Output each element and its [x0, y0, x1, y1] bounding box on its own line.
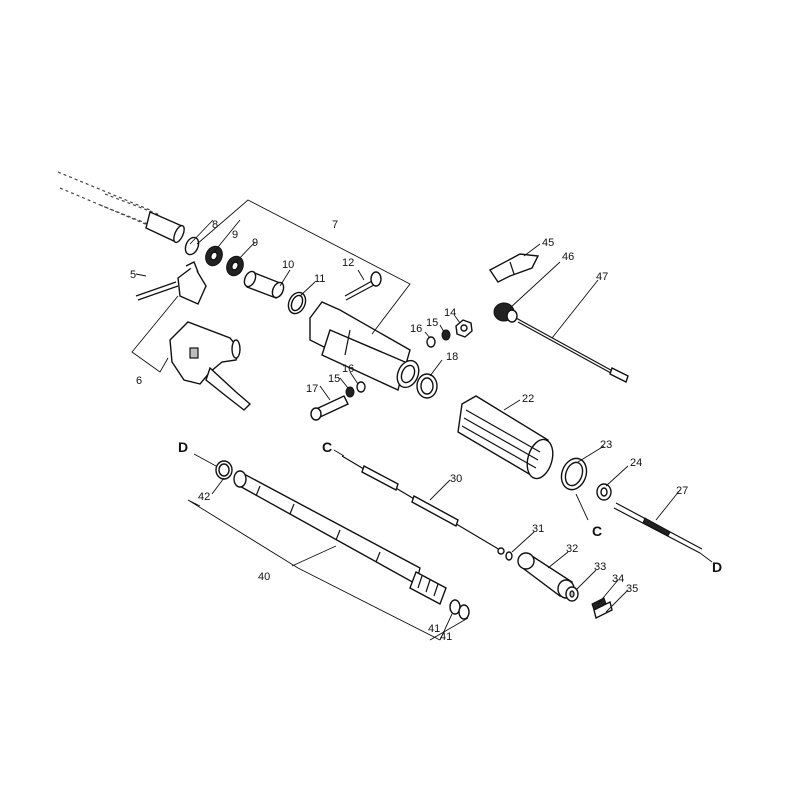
cable-30 [341, 455, 505, 555]
label-45: 45 [542, 237, 554, 249]
o-ring-42 [215, 460, 233, 480]
label-14: 14 [444, 307, 456, 319]
label-42: 42 [198, 491, 210, 503]
tube-32 [517, 552, 575, 599]
pin-35 [593, 600, 613, 620]
connector-d-right: D [712, 559, 722, 575]
bolt-12 [344, 271, 382, 301]
washer-15-upper [441, 329, 451, 341]
main-shaft-40 [233, 470, 447, 605]
connector-c-top: C [322, 439, 332, 455]
clip-45 [488, 253, 540, 283]
label-18: 18 [446, 351, 458, 363]
clamp-bracket [177, 261, 207, 305]
bolt-17 [310, 395, 349, 421]
leader-lines [131, 199, 713, 641]
nut-14 [455, 319, 473, 338]
label-31: 31 [532, 523, 544, 535]
label-23: 23 [600, 439, 612, 451]
connector-labels: C C D D [178, 439, 722, 575]
bushing-10 [243, 270, 285, 299]
o-ring-41b [458, 604, 470, 620]
label-11: 11 [314, 273, 325, 285]
label-15a: 15 [426, 317, 438, 329]
grip-22 [457, 395, 554, 480]
label-5: 5 [130, 269, 136, 281]
label-40: 40 [258, 571, 270, 583]
bearing-9a [205, 245, 223, 267]
washer-15-lower [345, 386, 355, 398]
washer-16-lower [356, 381, 366, 393]
label-9a: 9 [232, 229, 238, 241]
label-22: 22 [522, 393, 534, 405]
connector-d-left: D [178, 439, 188, 455]
sleeve-18 [416, 373, 438, 399]
drive-shaft-27 [613, 502, 703, 554]
rod-47 [515, 317, 629, 383]
label-41a: 41 [428, 623, 440, 635]
small-ring-31 [505, 551, 513, 561]
o-ring-11 [287, 291, 307, 315]
nut-33 [565, 586, 579, 602]
label-46: 46 [562, 251, 574, 263]
ring-23 [560, 457, 588, 491]
bearing-9b [226, 255, 244, 277]
shaft-tube [57, 171, 185, 244]
screw-5 [135, 281, 179, 301]
label-47: 47 [596, 271, 608, 283]
label-32: 32 [566, 543, 578, 555]
label-10: 10 [282, 259, 294, 271]
label-41b: 41 [440, 631, 452, 643]
label-24: 24 [630, 457, 642, 469]
label-16b: 16 [342, 363, 354, 375]
snap-ring-8 [184, 236, 200, 256]
label-27: 27 [676, 485, 688, 497]
label-35: 35 [626, 583, 638, 595]
collar-24 [596, 483, 612, 501]
housing-7 [309, 301, 420, 391]
washer-16-upper [426, 336, 436, 348]
connector-c-bottom: C [592, 523, 602, 539]
label-16a: 16 [410, 323, 422, 335]
throttle-handle-6 [169, 321, 252, 411]
label-33: 33 [594, 561, 606, 573]
knob-46 [493, 302, 518, 323]
label-34: 34 [612, 573, 624, 585]
part-labels: 5 6 7 8 9 9 10 11 12 14 15 16 15 16 17 1… [130, 219, 688, 643]
label-7: 7 [332, 219, 338, 231]
label-8: 8 [212, 219, 218, 231]
label-12: 12 [342, 257, 354, 269]
label-9b: 9 [252, 237, 258, 249]
label-30: 30 [450, 473, 462, 485]
label-15b: 15 [328, 373, 340, 385]
label-6: 6 [136, 375, 142, 387]
label-17: 17 [306, 383, 318, 395]
